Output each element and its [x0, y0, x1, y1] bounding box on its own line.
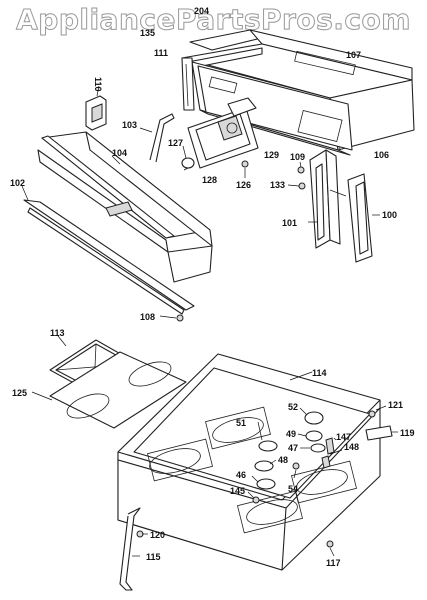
label-109: 109 — [290, 152, 305, 162]
part-114-cooktop — [117, 353, 381, 571]
label-115: 115 — [146, 552, 161, 562]
label-204: 204 — [194, 6, 209, 16]
label-108: 108 — [140, 312, 155, 322]
part-133-screw — [287, 182, 306, 190]
part-106-panel — [197, 65, 353, 151]
part-109-screw — [297, 161, 305, 174]
label-54: 54 — [288, 484, 298, 494]
label-101: 101 — [282, 218, 297, 228]
label-117: 117 — [326, 558, 341, 568]
label-148: 148 — [344, 442, 359, 452]
label-51: 51 — [236, 418, 246, 428]
label-48: 48 — [278, 455, 288, 465]
label-46: 46 — [236, 470, 246, 480]
label-120: 120 — [150, 530, 165, 540]
label-127: 127 — [168, 138, 183, 148]
part-103-rod — [139, 113, 175, 163]
label-104: 104 — [112, 148, 127, 158]
label-47: 47 — [288, 443, 298, 453]
part-147-igniter — [325, 437, 337, 455]
label-107: 107 — [346, 50, 361, 60]
label-129: 129 — [264, 150, 279, 160]
label-135: 135 — [140, 28, 155, 38]
part-119-bracket — [365, 425, 398, 441]
label-52: 52 — [288, 402, 298, 412]
label-128: 128 — [202, 175, 217, 185]
label-133: 133 — [270, 180, 285, 190]
label-106: 106 — [374, 150, 389, 160]
part-46-burner — [251, 475, 276, 490]
part-52-cap — [299, 407, 324, 425]
watermark: AppliancePartsPros.com — [16, 3, 411, 37]
part-104-control-panel — [37, 131, 213, 283]
part-125-drip-pan — [31, 351, 187, 429]
part-145-screw — [247, 491, 260, 504]
label-103: 103 — [122, 120, 137, 130]
part-127-knob — [181, 145, 195, 171]
part-126-screw — [241, 160, 249, 178]
label-147: 147 — [336, 432, 351, 442]
part-102-trim — [21, 185, 195, 315]
part-121-screw — [368, 405, 387, 418]
label-126: 126 — [236, 180, 251, 190]
label-49: 49 — [286, 429, 296, 439]
label-114: 114 — [312, 368, 327, 378]
part-120-screw — [136, 530, 148, 538]
label-111: 111 — [154, 48, 168, 58]
label-119: 119 — [400, 428, 415, 438]
label-121: 121 — [388, 400, 403, 410]
part-47-cap — [300, 443, 326, 453]
part-115-rod — [119, 507, 141, 591]
part-49-cap — [297, 430, 323, 442]
part-110 — [85, 85, 107, 131]
label-145: 145 — [230, 486, 245, 496]
part-148-igniter — [321, 449, 343, 469]
label-110: 110 — [93, 77, 103, 92]
part-108-screw — [159, 314, 184, 322]
part-117-screw — [326, 540, 335, 557]
part-51-cap — [257, 421, 278, 452]
part-100-side-panel — [347, 173, 380, 263]
part-101-bracket — [308, 149, 347, 249]
part-54-orifice — [292, 462, 300, 479]
label-113: 113 — [50, 328, 65, 338]
label-102: 102 — [10, 178, 25, 188]
part-48-cap — [254, 459, 277, 472]
part-111-bracket — [181, 57, 195, 111]
label-125: 125 — [12, 388, 27, 398]
label-100: 100 — [382, 210, 397, 220]
callout-labels: 204 135 107 111 110 103 104 127 129 128 … — [10, 6, 415, 568]
part-129-module — [187, 97, 259, 169]
